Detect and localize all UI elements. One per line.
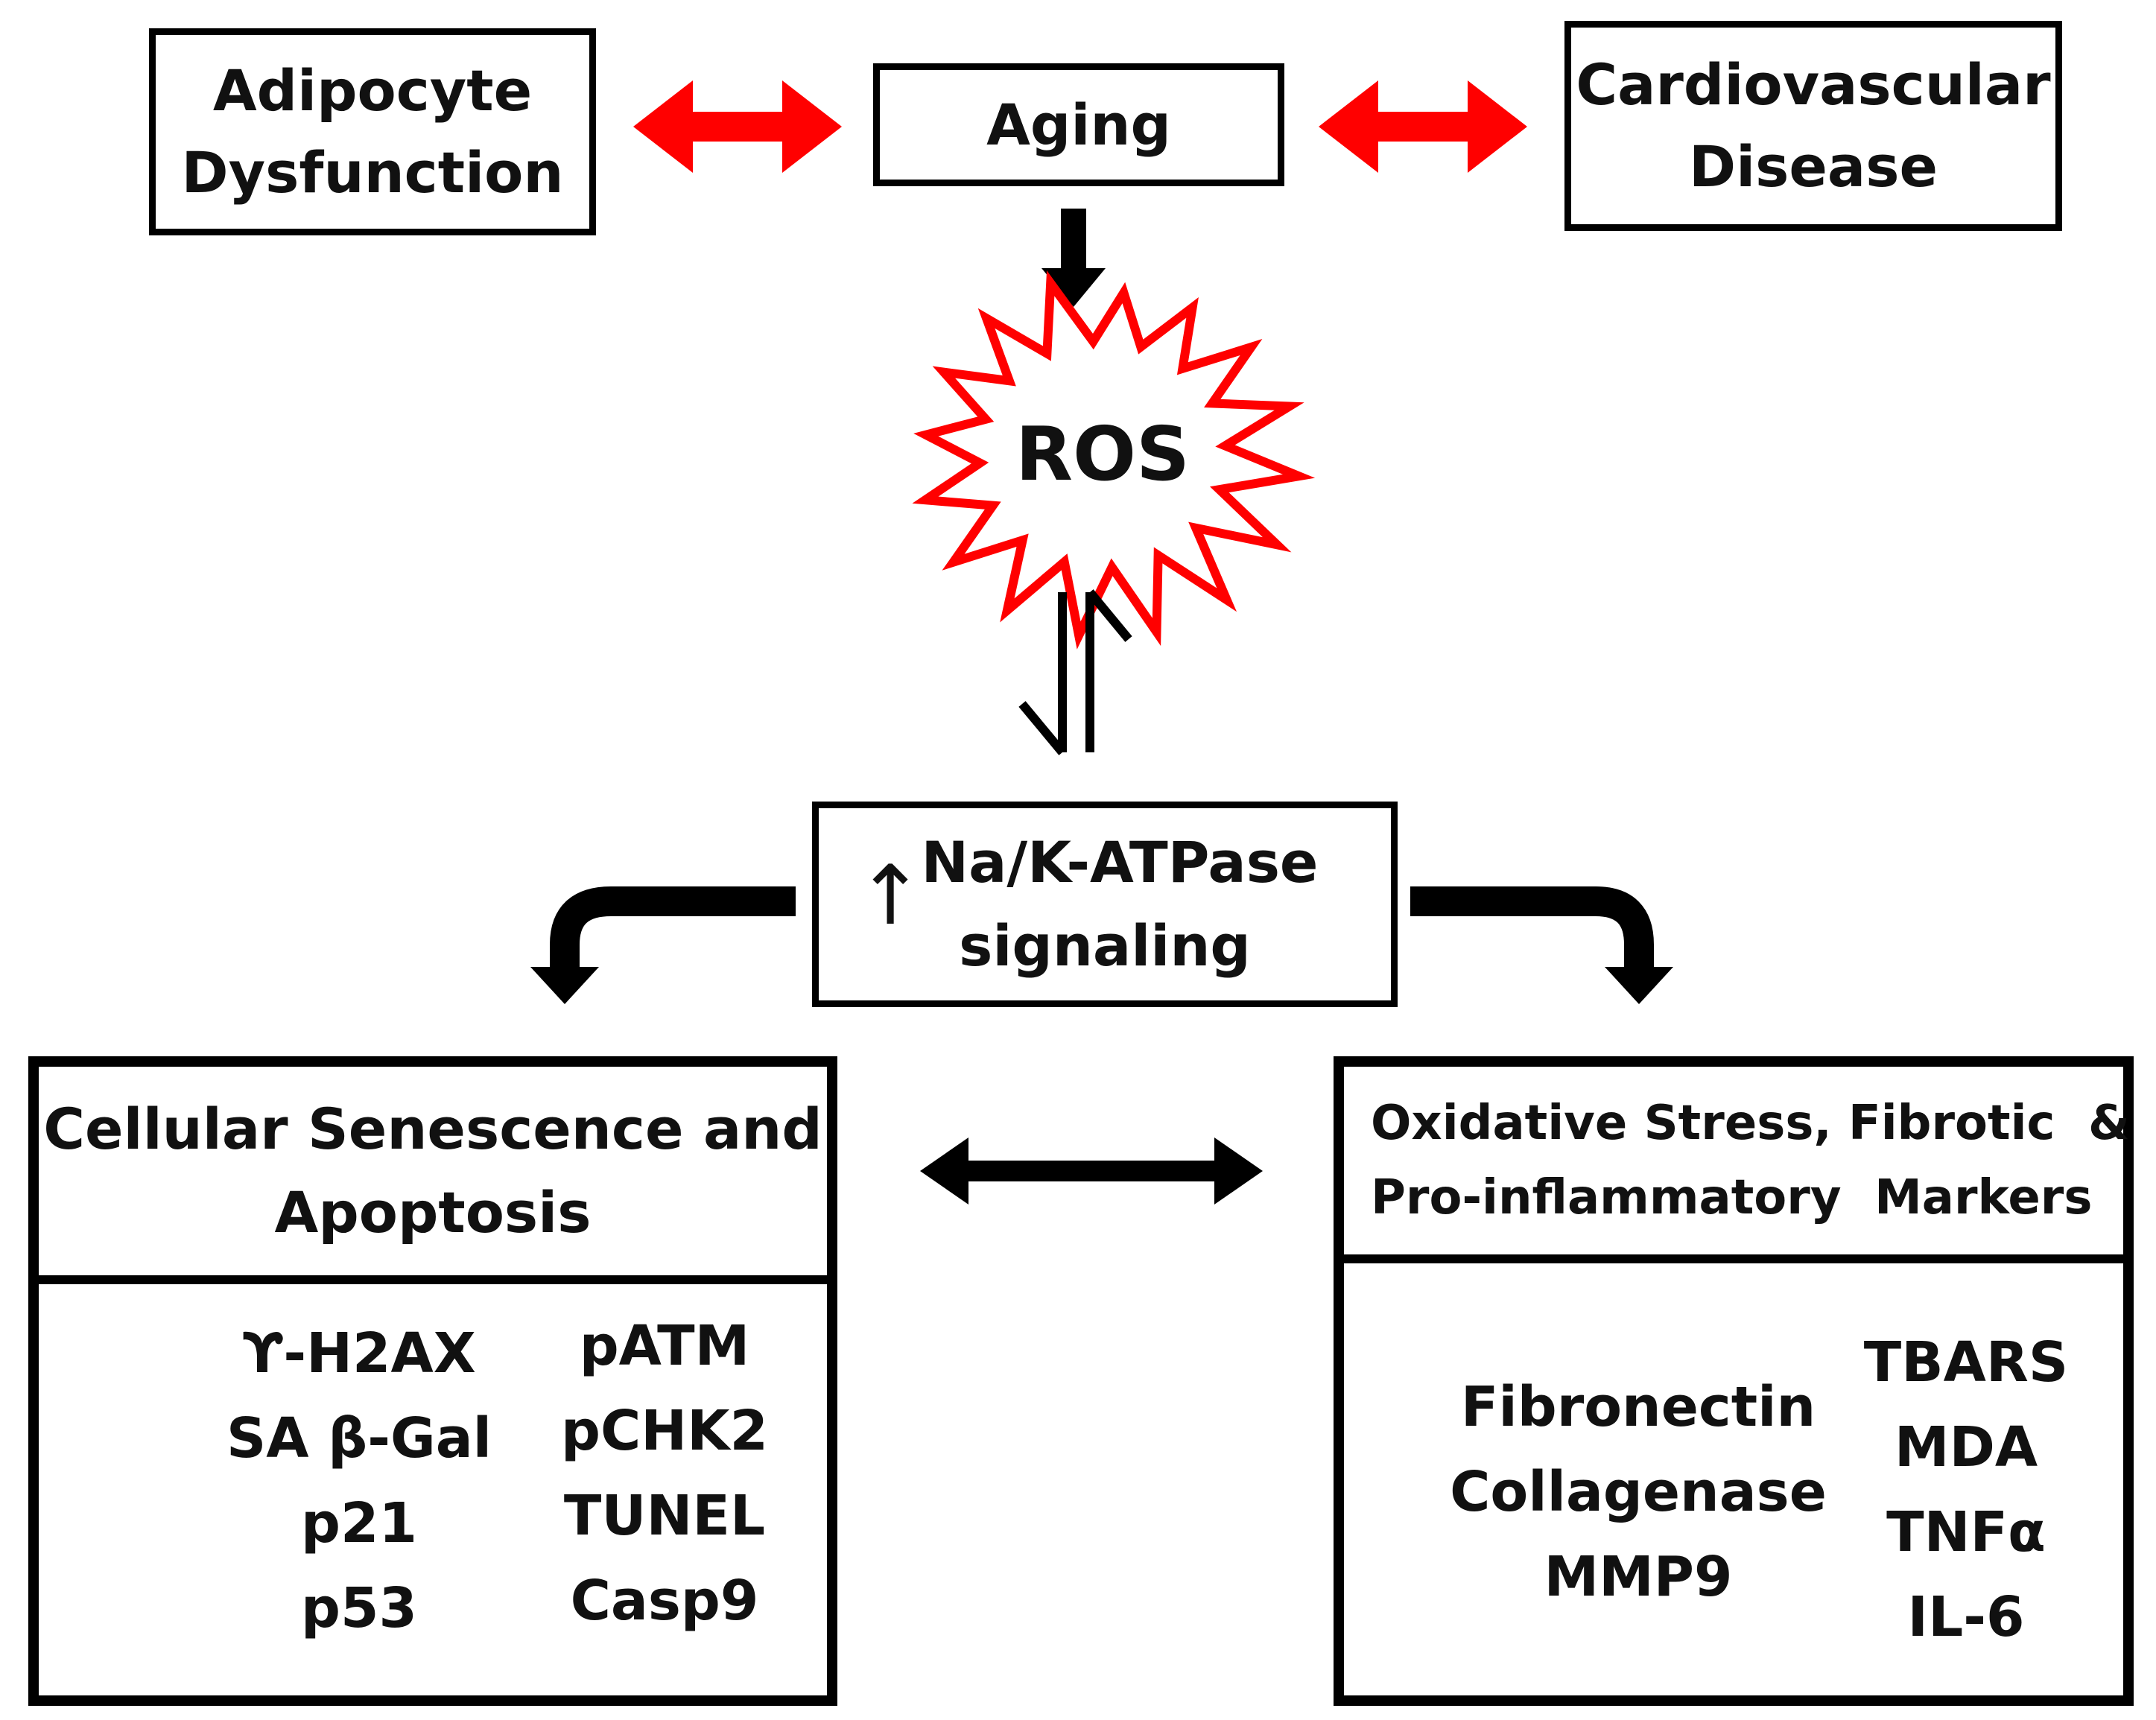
cardio-line2: Disease <box>1689 133 1938 200</box>
left-title-line2: Apoptosis <box>274 1179 592 1245</box>
aging-label: Aging <box>986 91 1171 158</box>
marker: pCHK2 <box>560 1399 769 1463</box>
oxidative-stress-panel: Oxidative Stress, Fibrotic & Pro-inflamm… <box>1334 1056 2134 1706</box>
marker: TBARS <box>1863 1330 2069 1394</box>
double-arrow-aging-cardio <box>1319 80 1527 173</box>
cardiovascular-disease-box: Cardiovascular Disease <box>1564 21 2062 231</box>
adipocyte-line2: Dysfunction <box>181 139 564 206</box>
marker: IL-6 <box>1907 1585 2025 1649</box>
marker: Fibronectin <box>1460 1375 1816 1439</box>
marker: p21 <box>301 1491 417 1555</box>
na-k-atpase-signaling-box: ↑ Na/K-ATPase signaling <box>812 802 1398 1007</box>
curved-arrow-right <box>1410 886 1673 1004</box>
cardio-line1: Cardiovascular <box>1576 51 2051 118</box>
marker: pATM <box>579 1314 750 1378</box>
marker: SA β-Gal <box>226 1406 492 1470</box>
cellular-senescence-panel: Cellular Senescence and Apoptosis ϒ-H2AX… <box>28 1056 837 1706</box>
right-title-line2: Pro-inflammatory Markers <box>1371 1170 2093 1225</box>
left-marker-list-2: pATM pCHK2 TUNEL Casp9 <box>516 1304 814 1643</box>
oxidative-stress-header: Oxidative Stress, Fibrotic & Pro-inflamm… <box>1344 1067 2130 1263</box>
right-marker-list-2: TBARS MDA TNFα IL-6 <box>1836 1320 2096 1660</box>
nak-line2: signaling <box>959 913 1251 979</box>
marker: TNFα <box>1886 1500 2046 1564</box>
left-title-line1: Cellular Senescence and <box>43 1096 822 1162</box>
curved-arrow-left <box>530 886 796 1004</box>
marker: ϒ-H2AX <box>242 1321 476 1386</box>
nak-up-arrow: ↑ <box>856 848 925 943</box>
right-marker-list-1: Fibronectin Collagenase MMP9 <box>1433 1365 1843 1619</box>
nak-line1: Na/K-ATPase <box>921 829 1319 895</box>
marker: Casp9 <box>570 1569 759 1633</box>
arrow-aging-to-ros <box>1041 209 1106 307</box>
double-arrow-adipocyte-aging <box>633 80 842 173</box>
double-arrow-panels <box>920 1137 1263 1205</box>
marker: Collagenase <box>1450 1460 1827 1524</box>
ros-label: ROS <box>1015 410 1190 498</box>
ros-starburst <box>912 270 1316 650</box>
marker: MMP9 <box>1544 1545 1733 1609</box>
aging-box: Aging <box>873 63 1284 186</box>
marker: TUNEL <box>563 1484 766 1548</box>
left-marker-list-1: ϒ-H2AX SA β-Gal p21 p53 <box>165 1311 553 1651</box>
adipocyte-line1: Adipocyte <box>212 57 533 124</box>
marker: p53 <box>301 1576 417 1640</box>
equilibrium-harpoons <box>1018 589 1132 755</box>
marker: MDA <box>1894 1415 2038 1479</box>
right-title-line1: Oxidative Stress, Fibrotic & <box>1371 1096 2130 1151</box>
adipocyte-dysfunction-box: Adipocyte Dysfunction <box>149 28 596 235</box>
cellular-senescence-header: Cellular Senescence and Apoptosis <box>39 1067 827 1284</box>
